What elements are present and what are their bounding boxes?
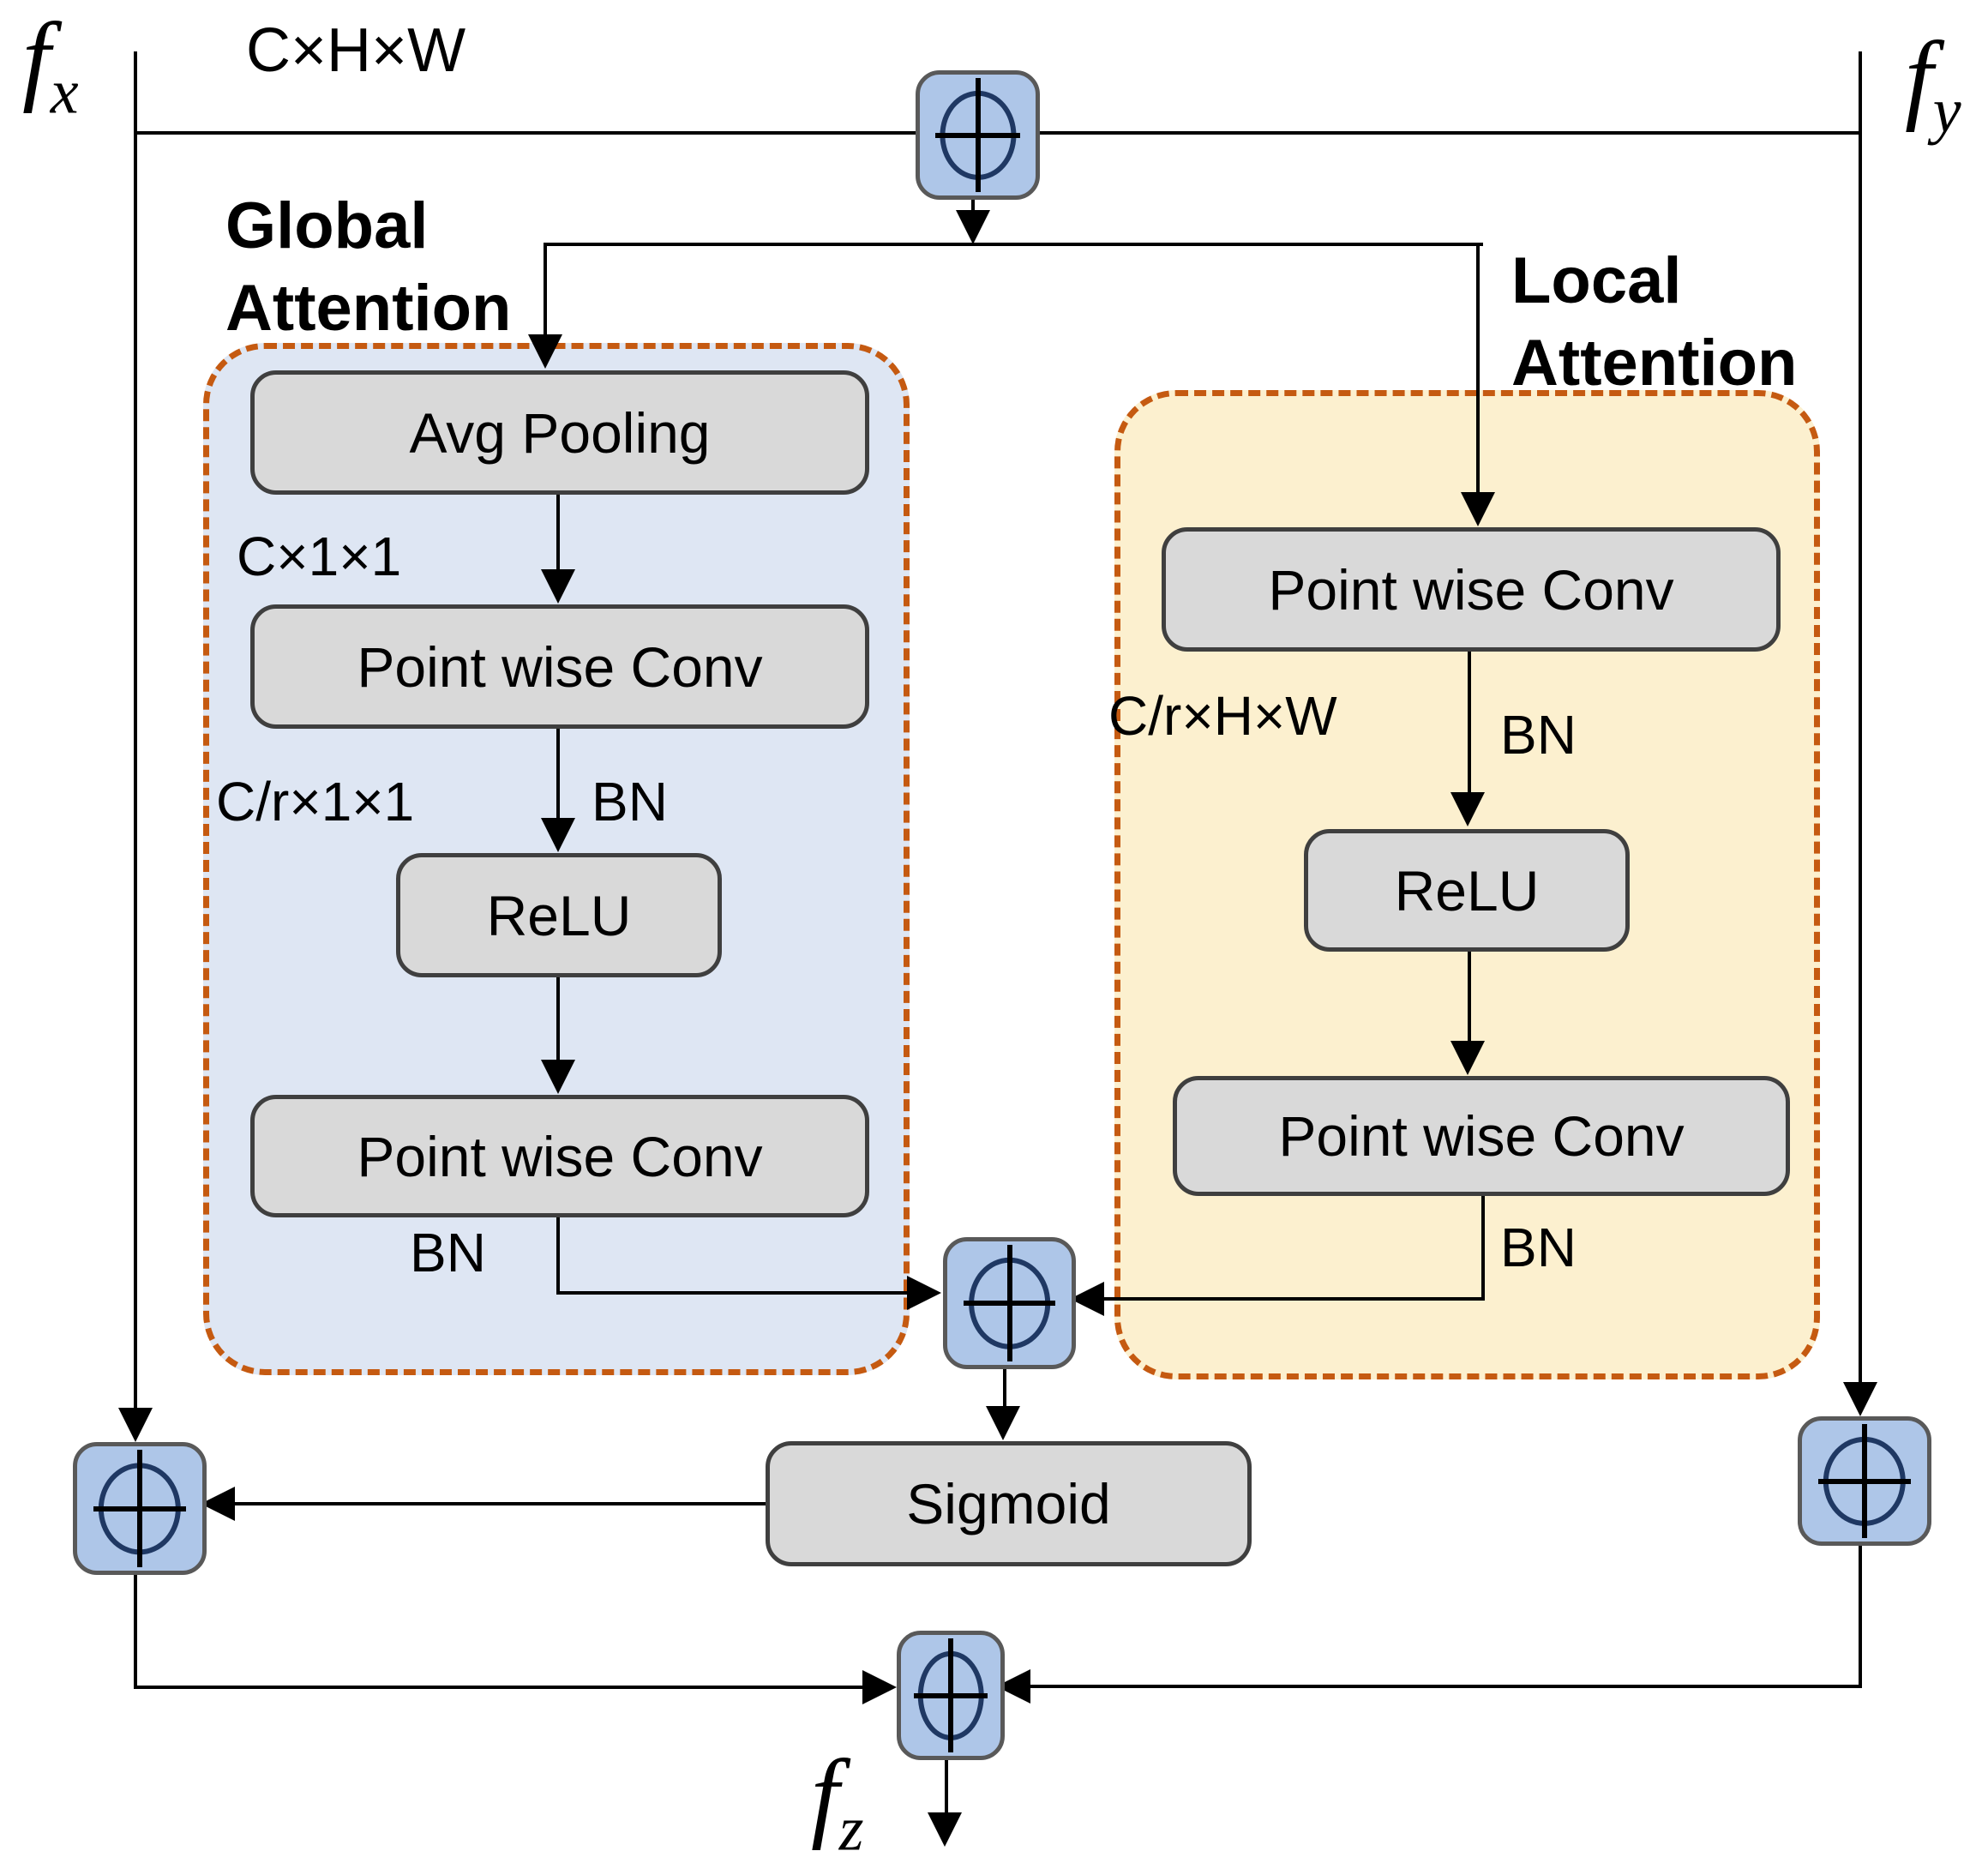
node-avg-pooling: Avg Pooling — [250, 370, 869, 495]
node-global-pointwise-conv-1: Point wise Conv — [250, 604, 869, 729]
top-add-output-line — [971, 191, 975, 213]
add-operator-left — [73, 1442, 207, 1575]
fy-to-output-line — [1029, 1685, 1862, 1688]
branch-split-line — [545, 243, 1483, 246]
node-label: Avg Pooling — [409, 400, 711, 465]
global-bn-exit-vline — [556, 1217, 560, 1295]
fy-rail-line — [1859, 51, 1862, 1384]
node-label: Sigmoid — [906, 1472, 1111, 1535]
fy-rail-lower-line — [1859, 1537, 1862, 1688]
title-line: Global — [225, 189, 429, 262]
fy-subscript: y — [1932, 75, 1961, 147]
branch-right-line — [1476, 243, 1480, 494]
add-operator-center — [943, 1237, 1076, 1369]
plus-horizontal-bar — [914, 1692, 988, 1698]
dim-label-crhw: C/r×H×W — [1108, 685, 1337, 747]
arrowhead-icon — [862, 1670, 897, 1704]
arrowhead-icon — [541, 1060, 575, 1094]
local-bn-exit-hline — [1102, 1297, 1485, 1301]
output-line — [945, 1752, 948, 1814]
node-global-pointwise-conv-2: Point wise Conv — [250, 1095, 869, 1217]
node-label: Point wise Conv — [357, 634, 763, 699]
node-label: Point wise Conv — [357, 1124, 763, 1188]
fz-subscript: z — [838, 1794, 864, 1865]
plus-horizontal-bar — [1817, 1478, 1912, 1484]
node-local-relu: ReLU — [1304, 829, 1630, 952]
node-label: ReLU — [1394, 858, 1540, 922]
title-line: Attention — [225, 272, 512, 345]
arrowhead-icon — [907, 1276, 941, 1310]
node-label: Point wise Conv — [1268, 557, 1674, 622]
branch-left-line — [544, 243, 547, 336]
global-attention-title: Global Attention — [225, 185, 511, 350]
local-attention-title: Local Attention — [1511, 240, 1797, 405]
lrelu-to-conv-line — [1468, 952, 1471, 1043]
dim-label-c11: C×1×1 — [237, 526, 402, 587]
fz-base: f — [811, 1739, 839, 1851]
arrowhead-icon — [541, 569, 575, 604]
arrowhead-icon — [1843, 1382, 1877, 1416]
bn-label-local-out: BN — [1500, 1217, 1577, 1278]
bn-label-global-out: BN — [410, 1222, 486, 1283]
arrowhead-icon — [1450, 792, 1485, 826]
arrowhead-icon — [986, 1406, 1020, 1440]
plus-horizontal-bar — [93, 1505, 187, 1511]
center-add-to-sigmoid-line — [1003, 1361, 1006, 1408]
fz-label: fz — [811, 1737, 864, 1861]
bn-label-local-mid: BN — [1500, 704, 1577, 766]
fx-rail-line — [134, 51, 137, 1413]
fx-label: fx — [22, 0, 79, 124]
arrowhead-icon — [528, 334, 562, 369]
node-local-pointwise-conv-1: Point wise Conv — [1162, 527, 1781, 652]
node-label: Point wise Conv — [1278, 1104, 1685, 1168]
node-global-relu: ReLU — [396, 853, 722, 977]
arrowhead-icon — [956, 210, 990, 244]
sigmoid-to-left-line — [233, 1502, 766, 1505]
fx-to-output-line — [134, 1686, 864, 1689]
dim-label-cr11: C/r×1×1 — [216, 771, 415, 832]
fx-base: f — [22, 2, 51, 114]
node-sigmoid: Sigmoid — [766, 1441, 1252, 1566]
input-dims-label: C×H×W — [246, 16, 466, 85]
lconv-to-relu-line — [1468, 652, 1471, 794]
fy-base: f — [1905, 21, 1933, 133]
title-line: Local — [1511, 244, 1682, 317]
grelu-to-conv-line — [556, 977, 560, 1061]
title-line: Attention — [1511, 327, 1798, 400]
node-label: ReLU — [486, 883, 632, 947]
bn-label-global-mid: BN — [592, 771, 668, 832]
plus-horizontal-bar — [963, 1301, 1056, 1306]
fy-label: fy — [1905, 19, 1961, 143]
arrowhead-icon — [541, 818, 575, 852]
add-operator-top — [916, 70, 1040, 200]
arrowhead-icon — [1461, 492, 1495, 526]
add-operator-right — [1798, 1416, 1931, 1546]
gconv-to-relu-line — [556, 729, 560, 820]
global-bn-exit-hline — [556, 1291, 909, 1295]
node-local-pointwise-conv-2: Point wise Conv — [1173, 1076, 1790, 1196]
add-operator-output — [897, 1631, 1005, 1760]
avgpool-to-conv-line — [556, 495, 560, 571]
arrowhead-icon — [118, 1408, 153, 1442]
local-bn-exit-vline — [1481, 1196, 1485, 1301]
arrowhead-icon — [928, 1812, 962, 1847]
arrowhead-icon — [1450, 1041, 1485, 1075]
fx-rail-lower-line — [134, 1566, 137, 1689]
fx-subscript: x — [50, 57, 79, 128]
plus-horizontal-bar — [934, 132, 1021, 138]
